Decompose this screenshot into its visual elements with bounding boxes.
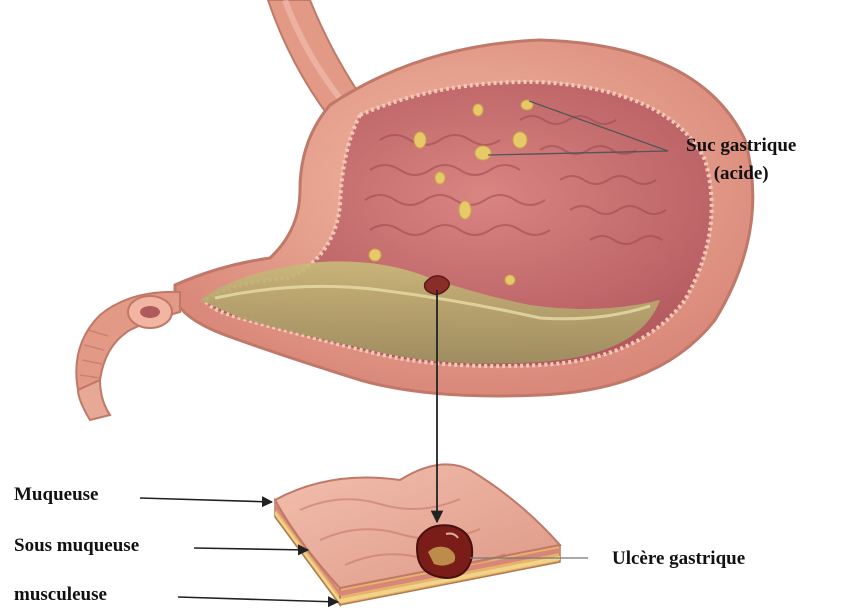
muscularis-label: musculeuse — [14, 584, 107, 606]
gastric-juice-label: Suc gastrique (acide) — [686, 132, 796, 187]
gastric-juice-label-line1: Suc gastrique — [686, 132, 796, 160]
submucosa-label: Sous muqueuse — [14, 535, 139, 557]
mucosa-arrow — [140, 498, 272, 502]
stomach — [175, 40, 753, 396]
mucosa-label: Muqueuse — [14, 484, 98, 506]
muscularis-arrow — [178, 597, 338, 602]
ulcer-label: Ulcère gastrique — [612, 548, 745, 570]
submucosa-arrow — [194, 548, 308, 550]
duodenum — [76, 292, 180, 420]
mucosa-block — [275, 464, 560, 605]
gastric-juice-label-line2: (acide) — [686, 160, 796, 188]
